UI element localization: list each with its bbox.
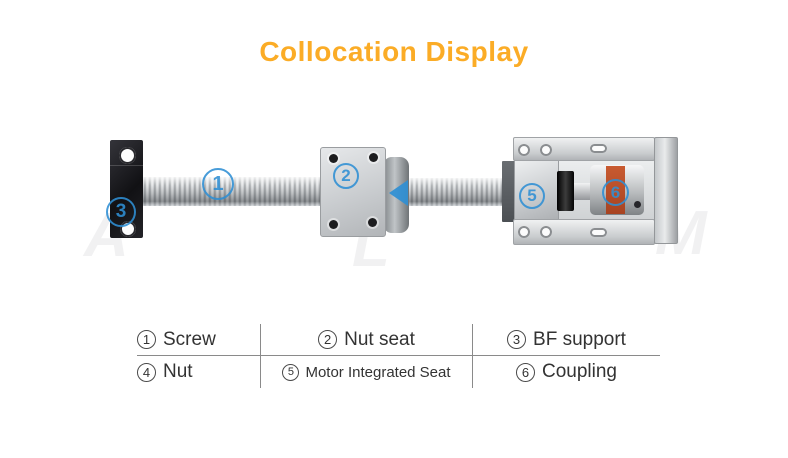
flange-slot — [590, 228, 607, 237]
legend-cell-coupling: 6 Coupling — [473, 356, 660, 388]
flange-hole — [540, 144, 552, 156]
parts-legend-table: 1 Screw 2 Nut seat 3 BF support 4 Nut 5 … — [137, 324, 660, 388]
legend-label: Nut seat — [344, 328, 415, 350]
legend-cell-bf-support: 3 BF support — [473, 324, 660, 356]
screw-shaft-right — [402, 178, 505, 206]
motor-mount-plate — [654, 137, 678, 244]
marker-4-nut-arrow-icon — [389, 180, 408, 206]
screw-end-nut — [557, 171, 574, 211]
bf-support-seam — [110, 165, 143, 166]
legend-label: Screw — [163, 328, 216, 350]
legend-cell-nut: 4 Nut — [137, 356, 261, 388]
nut-seat-block — [320, 147, 386, 237]
coupling-setscrew — [634, 201, 641, 208]
marker-6-coupling: 6 — [602, 179, 629, 206]
motor-seat-top-flange — [513, 137, 655, 161]
legend-label: BF support — [533, 328, 626, 350]
screw-end-shaft — [574, 183, 592, 200]
nut-seat-hole — [329, 220, 338, 229]
legend-label: Nut — [163, 361, 193, 382]
motor-seat-back-plate — [502, 161, 516, 222]
circled-number: 1 — [137, 330, 156, 349]
marker-3-bf-support: 3 — [106, 197, 136, 227]
circled-number: 4 — [137, 362, 156, 382]
circled-number: 2 — [318, 330, 338, 349]
bf-support-hole — [119, 147, 136, 164]
circled-number: 5 — [282, 363, 300, 381]
marker-1-screw: 1 — [202, 168, 234, 200]
legend-cell-screw: 1 Screw — [137, 324, 261, 356]
nut-seat-hole — [369, 153, 378, 162]
flange-slot — [590, 144, 607, 153]
circled-number: 6 — [516, 362, 535, 382]
legend-label: Coupling — [542, 361, 617, 382]
circled-number: 3 — [507, 330, 527, 349]
flange-hole — [518, 226, 530, 238]
motor-seat-bottom-flange — [513, 219, 655, 245]
flange-hole — [540, 226, 552, 238]
flange-hole — [518, 144, 530, 156]
page-title: Collocation Display — [259, 36, 529, 67]
marker-2-nut-seat: 2 — [333, 163, 359, 189]
legend-cell-nut-seat: 2 Nut seat — [261, 324, 473, 356]
nut-seat-hole — [368, 218, 377, 227]
legend-cell-motor-seat: 5 Motor Integrated Seat — [261, 356, 473, 388]
marker-5-motor-seat: 5 — [519, 183, 545, 209]
legend-label: Motor Integrated Seat — [305, 363, 451, 381]
nut-seat-hole — [329, 154, 338, 163]
screw-shaft-left — [140, 177, 331, 206]
